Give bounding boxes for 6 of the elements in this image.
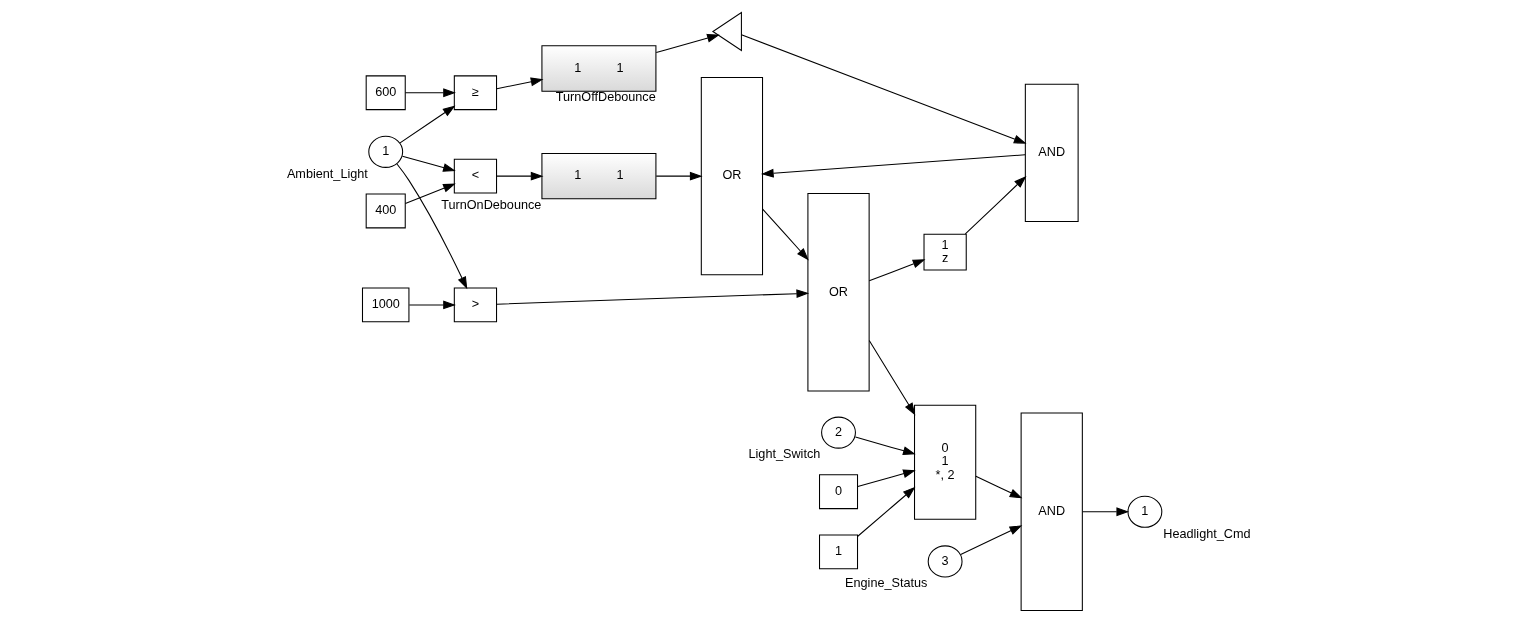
node-label: Engine_Status [844, 576, 927, 591]
node-label: Ambient_Light [286, 166, 368, 181]
node-label: TurnOffDebounce [555, 90, 656, 105]
node-label: Headlight_Cmd [1162, 526, 1251, 541]
node-label: Light_Switch [748, 447, 820, 462]
node-label: TurnOnDebounce [440, 197, 541, 212]
